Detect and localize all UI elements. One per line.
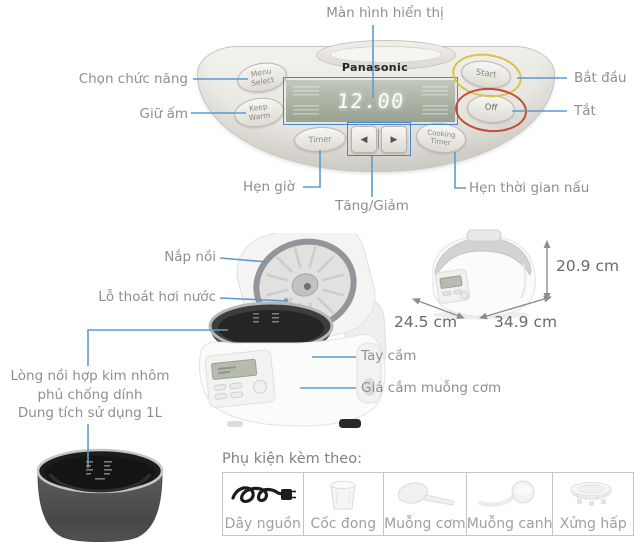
lcd-legend-marks xyxy=(422,105,448,115)
steam-basket-icon xyxy=(553,473,633,517)
accessory-label: Muỗng cơm xyxy=(384,515,466,532)
inner-pot-line3: Dung tích sử dụng 1L xyxy=(17,405,163,421)
height-dimension: 20.9 cm xyxy=(556,257,620,275)
clock-readout: 12.00 xyxy=(335,89,406,113)
open-rice-cooker-image xyxy=(198,233,387,428)
accessory-measuring-cup: Cốc đong xyxy=(304,473,385,535)
callout-off: Tắt xyxy=(574,103,596,119)
accessory-label: Cốc đong xyxy=(310,515,377,532)
callout-lid: Nắp nồi xyxy=(164,249,216,265)
soup-ladle-icon xyxy=(467,473,553,517)
steam-vent-hole xyxy=(284,298,288,302)
left-arrow-icon: ◀ xyxy=(360,134,368,145)
callout-handle: Tay cầm xyxy=(361,348,417,364)
spoon-holder-slot xyxy=(364,378,375,396)
increase-arrow-button: ▶ xyxy=(381,126,407,153)
front-control-panel xyxy=(204,349,276,408)
menu-select-line2: Select xyxy=(250,74,275,88)
lcd-display: 12.00 xyxy=(286,80,455,122)
lcd-legend-marks xyxy=(293,86,319,96)
accessory-label: Muỗng canh xyxy=(466,515,553,532)
callout-start: Bắt đầu xyxy=(574,70,627,86)
lcd-legend-marks xyxy=(422,86,448,96)
accessory-label: Dây nguồn xyxy=(224,515,301,532)
accessories-heading: Phụ kiện kèm theo: xyxy=(222,451,362,467)
lid-hinge-inner xyxy=(330,46,442,63)
lcd-legend-marks xyxy=(293,105,319,115)
accessories-table: Dây nguồn Cốc đong Muỗng cơm xyxy=(222,472,634,536)
brand-logo: Panasonic xyxy=(341,61,409,74)
depth-dimension: 24.5 cm xyxy=(394,313,458,331)
measuring-cup-icon xyxy=(304,473,384,517)
inner-pot-image xyxy=(36,448,164,542)
callout-menu-select: Chọn chức năng xyxy=(78,71,188,87)
decrease-arrow-button: ◀ xyxy=(351,126,377,153)
cooking-timer-line2: Timer xyxy=(430,136,451,148)
side-handle xyxy=(356,342,382,404)
callout-timer: Hẹn giờ xyxy=(243,179,295,195)
right-arrow-icon: ▶ xyxy=(390,134,398,145)
width-dimension: 34.9 cm xyxy=(494,313,558,331)
callout-steam-vent: Lỗ thoát hơi nước xyxy=(98,289,216,305)
callout-keep-warm: Giữ ấm xyxy=(139,106,188,122)
foot xyxy=(339,419,361,428)
accessory-label: Xửng hấp xyxy=(559,515,627,532)
keep-warm-line2: Warm xyxy=(248,109,271,122)
accessory-steam-basket: Xửng hấp xyxy=(553,473,633,535)
arrows-annotation-box: ◀ ▶ xyxy=(347,122,411,156)
callout-spoon-holder: Giá cắm muỗng cơm xyxy=(361,380,502,396)
inner-pot-line2: phủ chống dính xyxy=(37,386,143,403)
closed-rice-cooker-image xyxy=(432,229,536,320)
power-cord-icon xyxy=(223,473,303,517)
arrow-divider xyxy=(378,129,379,149)
accessory-rice-paddle: Muỗng cơm xyxy=(384,473,467,535)
callout-cooking-timer: Hẹn thời gian nấu xyxy=(469,180,590,196)
callout-increase-decrease: Tăng/Giảm xyxy=(335,198,409,214)
rice-paddle-icon xyxy=(384,473,466,517)
callout-inner-pot: Lòng nồi hợp kim nhôm phủ chống dính Dun… xyxy=(8,367,172,423)
callout-display: Màn hình hiển thị xyxy=(326,5,444,21)
display-annotation-box: 12.00 xyxy=(283,77,458,125)
accessory-soup-ladle: Muỗng canh xyxy=(467,473,554,535)
accessory-power-cord: Dây nguồn xyxy=(223,473,304,535)
inner-pot-line1: Lòng nồi hợp kim nhôm xyxy=(10,368,170,384)
